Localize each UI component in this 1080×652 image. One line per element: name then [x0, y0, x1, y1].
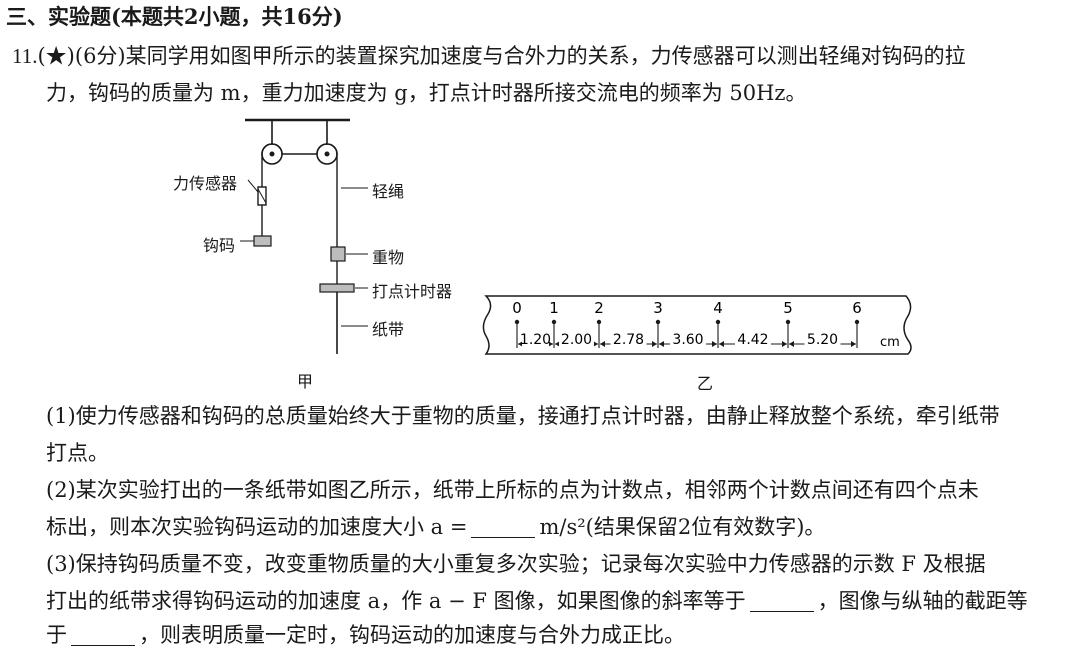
- part3-line1: (3)保持钩码质量不变，改变重物质量的大小重复多次实验；记录每次实验中力传感器的…: [46, 552, 986, 576]
- hook-weight: [253, 235, 272, 247]
- part2-text-b: m/s²(结果保留2位有效数字)。: [539, 515, 826, 539]
- segment-label-bg: [559, 334, 594, 347]
- label-paper-tape: 纸带: [372, 320, 405, 339]
- part3-line2: 打出的纸带求得钩码运动的加速度 a，作 a − F 图像，如果图像的斜率等于 ，图…: [46, 586, 1028, 616]
- tape-unit: cm: [880, 335, 900, 350]
- segment-length-label: 1.20: [520, 332, 551, 348]
- dimension-arrowhead: [600, 341, 605, 347]
- dimension-arrowhead: [548, 341, 553, 347]
- tape-point-label: 2: [594, 299, 604, 317]
- part2-text-a: 标出，则本次实验钩码运动的加速度大小 a =: [46, 515, 468, 539]
- dimension-arrowhead: [659, 341, 664, 347]
- part3-line3: 于 ，则表明质量一定时，钩码运动的加速度与合外力成正比。: [46, 620, 685, 650]
- segment-label-bg: [670, 334, 706, 347]
- dimension-arrowhead: [851, 341, 856, 347]
- part1-line2: 打点。: [46, 441, 109, 465]
- question-number: 11.: [12, 44, 38, 68]
- part1-line1: (1)使力传感器和钩码的总质量始终大于重物的质量，接通打点计时器，由静止释放整个…: [46, 404, 1000, 428]
- label-light-rope: 轻绳: [372, 182, 405, 201]
- segment-length-label: 5.20: [807, 332, 838, 348]
- dimension-arrowhead: [652, 341, 657, 347]
- part3-text-a: 打出的纸带求得钩码运动的加速度 a，作 a − F 图像，如果图像的斜率等于: [46, 589, 746, 613]
- question-stem-text1: 某同学用如图甲所示的装置探究加速度与合外力的关系，力传感器可以测出轻绳对钩码的拉: [125, 44, 966, 68]
- segment-label-bg: [804, 334, 841, 347]
- part2-line1: (2)某次实验打出的一条纸带如图乙所示，纸带上所标的点为计数点，相邻两个计数点间…: [46, 478, 979, 502]
- force-sensor-mark: [257, 188, 267, 204]
- dimension-arrowhead: [782, 341, 787, 347]
- caption-jia: 甲: [297, 372, 314, 391]
- label-force-sensor: 力传感器: [173, 174, 238, 193]
- dimension-arrowhead: [593, 341, 598, 347]
- answer-blank-intercept[interactable]: [71, 623, 135, 646]
- part2-line2: 标出，则本次实验钩码运动的加速度大小 a = m/s²(结果保留2位有效数字)。: [46, 512, 825, 542]
- tape-point-label: 1: [549, 299, 559, 317]
- tape-point-label: 0: [512, 299, 522, 317]
- tape-points: 0 1 2 3 4 5 6: [512, 299, 862, 348]
- dimension-arrowhead: [719, 341, 724, 347]
- pulley-left-axle: [269, 151, 275, 157]
- segment-label-bg: [522, 334, 549, 347]
- segment-label-bg: [735, 334, 771, 347]
- heavy-object: [330, 246, 346, 262]
- question-stem-line2: 力，钩码的质量为 m，重力加速度为 g，打点计时器所接交流电的频率为 50Hz。: [46, 81, 807, 105]
- question-stem-line1: 11.(★)(6分)某同学用如图甲所示的装置探究加速度与合外力的关系，力传感器可…: [12, 41, 966, 71]
- rope-over-left: [261, 143, 283, 155]
- tape-point-label: 3: [653, 299, 663, 317]
- segment-length-label: 2.00: [561, 332, 592, 348]
- leader-force-sensor: [247, 179, 259, 193]
- caption-yi: 乙: [697, 374, 714, 393]
- dimension-arrowhead: [555, 341, 560, 347]
- dimension-arrowhead: [712, 341, 717, 347]
- difficulty-star: (★): [37, 44, 75, 68]
- tape-point-label: 5: [783, 299, 793, 317]
- figure-apparatus: [240, 118, 368, 354]
- segment-label-bg: [610, 334, 647, 347]
- question-score: (6分): [74, 44, 126, 68]
- part3-text-c: 于: [46, 623, 67, 647]
- dimension-arrowhead: [789, 341, 794, 347]
- rope-over-right: [316, 143, 338, 155]
- label-timer: 打点计时器: [372, 282, 453, 301]
- answer-blank-acceleration[interactable]: [471, 515, 536, 538]
- figure-paper-tape: 0 1 2 3 4 5 6 1.20 2.00 2.78 3.60 4.42 5.20 cm: [482, 295, 912, 355]
- pulley-right-axle: [324, 151, 330, 157]
- part3-text-b: ，图像与纵轴的截距等: [817, 589, 1028, 613]
- segment-length-label: 3.60: [672, 332, 703, 348]
- segment-length-label: 2.78: [613, 332, 644, 348]
- timer: [319, 283, 355, 293]
- answer-blank-slope[interactable]: [749, 589, 814, 612]
- part3-text-d: ，则表明质量一定时，钩码运动的加速度与合外力成正比。: [139, 623, 685, 647]
- label-heavy-object: 重物: [372, 248, 405, 267]
- label-hook-weight: 钩码: [203, 236, 236, 255]
- tape-point-label: 4: [713, 299, 723, 317]
- tape-point-label: 6: [852, 299, 862, 317]
- section-title: 三、实验题(本题共2小题，共16分): [6, 4, 343, 29]
- dimension-arrowhead: [518, 341, 523, 347]
- tape-dimensions: 1.20 2.00 2.78 3.60 4.42 5.20 cm: [518, 332, 900, 350]
- segment-length-label: 4.42: [737, 332, 768, 348]
